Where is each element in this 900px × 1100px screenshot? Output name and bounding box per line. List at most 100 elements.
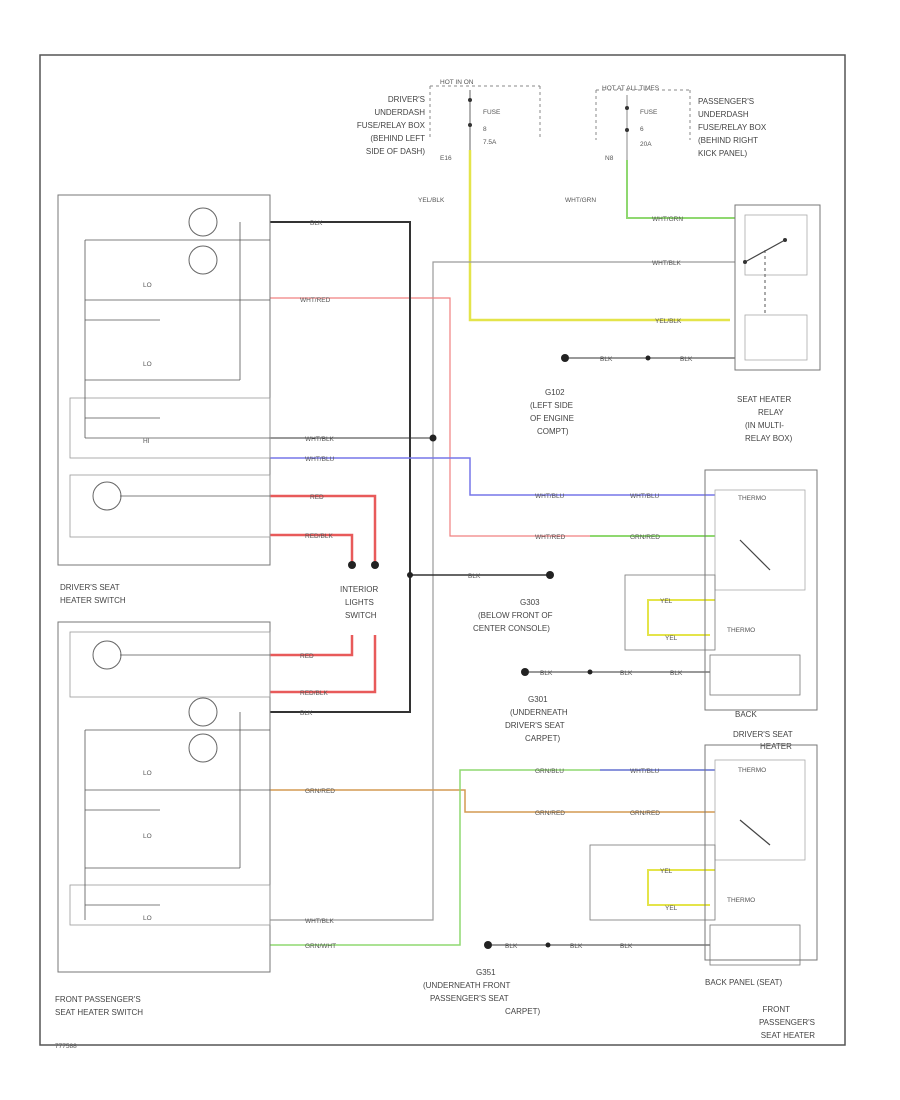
wire-yellow-driver-heater <box>647 599 715 636</box>
fuse-box-left-line2: UNDERDASH <box>374 108 425 117</box>
wire-label-wht-blk-3: WHT/BLK <box>305 918 335 925</box>
relay-label-line2: RELAY <box>758 408 784 417</box>
fuse-box-right: HOT AT ALL TIMES FUSE 6 20A PASSENGER'S … <box>595 85 767 162</box>
g303-line2: (BELOW FRONT OF <box>478 611 553 620</box>
driver-hi-label: HI <box>143 438 150 445</box>
wire-black-loop <box>270 221 411 713</box>
wire-label-wht-blu-4: WHT/BLU <box>630 768 660 775</box>
hot-right-label: HOT AT ALL TIMES <box>602 85 660 92</box>
interior-lights-line1: INTERIOR <box>340 585 378 594</box>
wire-label-blk-4: BLK <box>468 573 481 580</box>
wire-redblk-passenger <box>270 635 377 694</box>
interior-lights-line3: SWITCH <box>345 611 377 620</box>
fuse-box-right-line5: KICK PANEL) <box>698 149 748 158</box>
driver-switch-line1: DRIVER'S SEAT <box>60 583 120 592</box>
passenger-switch-line2: SEAT HEATER SWITCH <box>55 1008 143 1017</box>
wire-label-wht-blk-2: WHT/BLK <box>652 260 682 267</box>
passenger-heater-line1: FRONT <box>762 1005 790 1014</box>
fuse-right-num: 6 <box>640 126 644 133</box>
wire-label-blk-11: BLK <box>620 943 633 950</box>
wire-label-yel-1: YEL <box>660 598 673 605</box>
fuse-box-right-line2: UNDERDASH <box>698 110 749 119</box>
fuse-box-left: HOT IN ON FUSE 8 7.5A DRIVER'S UNDERDASH… <box>357 79 541 162</box>
driver-lo-label: LO <box>143 282 152 289</box>
wire-blue-whtblu <box>270 457 715 496</box>
wire-label-red-1: RED <box>310 494 324 501</box>
seat-heater-relay: SEAT HEATER RELAY (IN MULTI- RELAY BOX) <box>734 204 821 443</box>
ground-g102: G102 (LEFT SIDE OF ENGINE COMPT) <box>530 354 735 436</box>
wire-green-fuse-relay <box>626 160 735 219</box>
wire-label-red-2: RED <box>300 653 314 660</box>
g301-line3: DRIVER'S SEAT <box>505 721 565 730</box>
wire-label-grn-wht-1: GRN/WHT <box>305 943 336 950</box>
wire-label-blk-2: BLK <box>600 356 613 363</box>
terminal-n8: N8 <box>605 155 614 162</box>
wire-label-grn-red-2: GRN/RED <box>305 788 335 795</box>
fuse-left-name: FUSE <box>483 109 501 116</box>
g301-line2: (UNDERNEATH <box>510 708 568 717</box>
ground-g351: G351 (UNDERNEATH FRONT PASSENGER'S SEAT … <box>423 941 710 1016</box>
wire-red-whtred <box>270 297 705 537</box>
driver-seat-heater-switch: LO LO HI DRIVER'S SEAT HEATER SWITCH <box>57 194 271 605</box>
relay-label-line1: SEAT HEATER <box>737 395 791 404</box>
g351-line4: CARPET) <box>505 1007 540 1016</box>
g301-line1: G301 <box>528 695 548 704</box>
fuse-left-amp: 7.5A <box>483 139 497 146</box>
g102-line2: (LEFT SIDE <box>530 401 573 410</box>
g102-line1: G102 <box>545 388 565 397</box>
wire-label-wht-blu-2: WHT/BLU <box>535 493 565 500</box>
passenger-thermo-label: THERMO <box>738 767 766 774</box>
interior-lights-line2: LIGHTS <box>345 598 374 607</box>
wire-yellow-fuse-relay <box>468 150 730 322</box>
wire-label-wht-blu-1: WHT/BLU <box>305 456 335 463</box>
relay-label-line3: (IN MULTI- <box>745 421 784 430</box>
driver-switch-line2: HEATER SWITCH <box>60 596 126 605</box>
passenger-lo-label-3: LO <box>143 915 152 922</box>
driver-heater-line1: DRIVER'S SEAT <box>733 730 793 739</box>
wire-yellow-passenger-heater <box>647 869 715 906</box>
g351-line2: (UNDERNEATH FRONT <box>423 981 511 990</box>
wire-orange-grnred <box>270 789 715 813</box>
wire-redblk-driver <box>270 533 354 562</box>
wire-label-grn-red-3: GRN/RED <box>535 810 565 817</box>
g351-line3: PASSENGER'S SEAT <box>430 994 509 1003</box>
driver-back-label: BACK <box>735 710 757 719</box>
fuse-box-left-line4: (BEHIND LEFT <box>370 134 425 143</box>
wire-label-red-blk-1: RED/BLK <box>305 533 333 540</box>
footer-code: 777588 <box>55 1043 77 1050</box>
wire-label-blk-1: BLK <box>310 220 323 227</box>
hot-left-label: HOT IN ON <box>440 79 474 86</box>
passenger-heater-line2: PASSENGER'S <box>759 1018 815 1027</box>
wire-green-grnblu <box>270 769 715 946</box>
wire-label-grn-red-1: GRN/RED <box>630 534 660 541</box>
fuse-right-name: FUSE <box>640 109 658 116</box>
passenger-thermo-label-2: THERMO <box>727 897 755 904</box>
wire-label-yel-blk-2: YEL/BLK <box>655 318 682 325</box>
wire-label-wht-grn-top: WHT/GRN <box>565 197 596 204</box>
g301-line4: CARPET) <box>525 734 560 743</box>
wire-label-blk-6: BLK <box>620 670 633 677</box>
fuse-left-num: 8 <box>483 126 487 133</box>
wire-label-blk-8: BLK <box>300 710 313 717</box>
diagram-border <box>39 54 846 1046</box>
wire-label-grn-blu-1: GRN/BLU <box>535 768 564 775</box>
wire-label-blk-9: BLK <box>505 943 518 950</box>
passenger-lo-label-2: LO <box>143 833 152 840</box>
wire-label-blk-7: BLK <box>670 670 683 677</box>
wire-label-grn-red-4: GRN/RED <box>630 810 660 817</box>
g351-line1: G351 <box>476 968 496 977</box>
ground-g301: G301 (UNDERNEATH DRIVER'S SEAT CARPET) <box>505 668 710 743</box>
wire-label-blk-10: BLK <box>570 943 583 950</box>
wire-label-wht-blu-3: WHT/BLU <box>630 493 660 500</box>
passenger-lo-label: LO <box>143 770 152 777</box>
passenger-seat-heater: THERMO THERMO BACK PANEL (SEAT) FRONT PA… <box>589 744 818 1040</box>
wire-gray-relay <box>270 261 735 921</box>
fuse-box-right-line3: FUSE/RELAY BOX <box>698 123 767 132</box>
g102-line4: COMPT) <box>537 427 569 436</box>
wire-label-yel-blk-top: YEL/BLK <box>418 197 445 204</box>
wire-red-passenger <box>270 635 354 657</box>
driver-thermo-label-2: THERMO <box>727 627 755 634</box>
fuse-right-amp: 20A <box>640 141 652 148</box>
fuse-box-right-line1: PASSENGER'S <box>698 97 754 106</box>
